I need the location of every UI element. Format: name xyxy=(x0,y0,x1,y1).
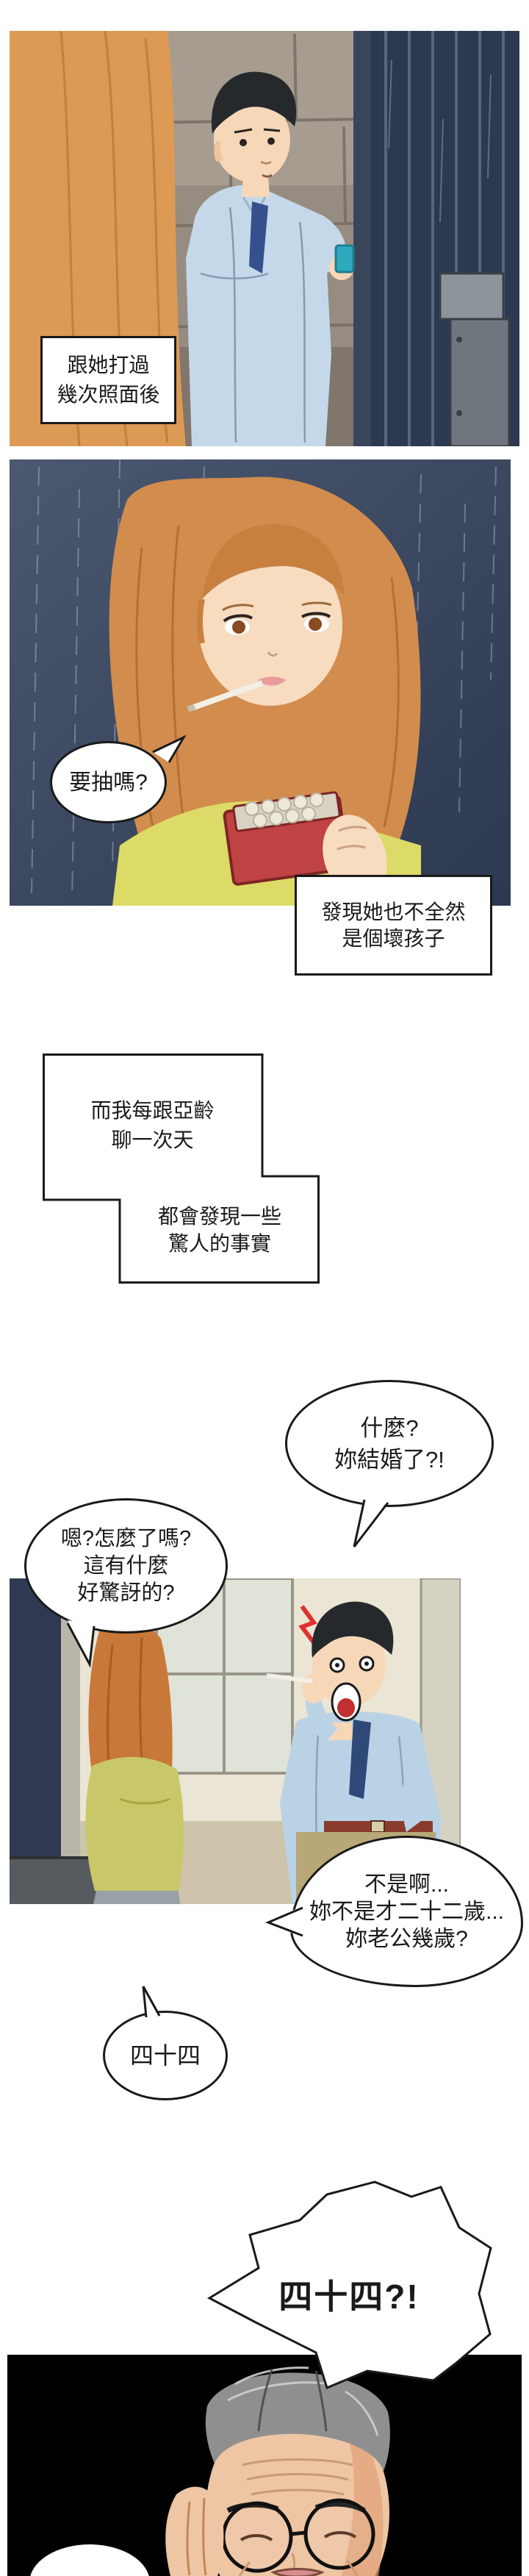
speech-bubble-fortyfour-tail xyxy=(142,1986,161,2018)
bubble-line: 要抽嗎? xyxy=(69,770,148,795)
speech-bubble-offer-tail xyxy=(152,734,187,763)
caption-line: 而我每跟亞齡 xyxy=(90,1099,215,1122)
caption-line: 聊一次天 xyxy=(111,1128,194,1151)
forehead-wrinkles xyxy=(242,2458,353,2496)
speech-bubble-fortyfour-shock-text: 四十四?! xyxy=(209,2270,489,2319)
caption-line: 是個壞孩子 xyxy=(342,926,445,950)
speech-bubble-fortyfour: 四十四 xyxy=(103,2011,228,2100)
man-figure xyxy=(186,71,355,446)
old-man-figure xyxy=(30,2366,390,2576)
caption-box-not-bad-kid: 發現她也不全然 是個壞孩子 xyxy=(295,875,492,976)
caption-box-chat-discover: 而我每跟亞齡 聊一次天 都會發現一些 驚人的事實 xyxy=(43,1053,320,1284)
shock-mark xyxy=(298,1605,317,1646)
woman-back-figure xyxy=(85,1618,184,1904)
panel-old-man-art xyxy=(7,2355,522,2576)
panel-street-talk xyxy=(10,1578,461,1904)
gate xyxy=(353,31,519,446)
bubble-line: 這有什麼 xyxy=(83,1553,169,1578)
speech-bubble-what-tail xyxy=(353,1496,389,1548)
speech-bubble-offer: 要抽嗎? xyxy=(50,741,167,823)
caption-line: 驚人的事實 xyxy=(168,1232,271,1255)
bubble-line: 四十四 xyxy=(129,2042,201,2069)
bubble-line: 好驚訝的? xyxy=(77,1581,175,1605)
bubble-line: 什麼? xyxy=(360,1414,419,1441)
panel-rain-art xyxy=(10,459,511,906)
woman-smoking xyxy=(109,476,421,906)
caption-line: 幾次照面後 xyxy=(57,383,160,406)
caption-line: 跟她打過 xyxy=(67,354,150,376)
caption-line: 都會發現一些 xyxy=(157,1205,281,1228)
bubble-line: 四十四?! xyxy=(278,2278,420,2316)
bottom-speech-bubble-partial xyxy=(30,2544,149,2576)
speech-bubble-age-tail xyxy=(264,1906,303,1937)
speech-bubble-what-married: 什麼? 妳結婚了?! xyxy=(285,1380,494,1507)
panel-rain-smoking xyxy=(10,459,511,906)
panel-old-man xyxy=(7,2355,522,2576)
caption-box-met-her: 跟她打過 幾次照面後 xyxy=(40,336,176,424)
speech-bubble-age-question: 不是啊... 妳不是才二十二歲... 妳老公幾歲? xyxy=(290,1836,523,1987)
bubble-line: 嗯?怎麼了嗎? xyxy=(60,1526,192,1550)
caption-discover-text: 都會發現一些 驚人的事實 xyxy=(120,1203,320,1257)
speech-bubble-fortyfour-shock xyxy=(206,2180,492,2390)
bubble-line: 不是啊... xyxy=(364,1872,449,1897)
caption-line: 發現她也不全然 xyxy=(321,900,466,923)
bubble-line: 妳老公幾歲? xyxy=(345,1926,468,1951)
panel-street-art xyxy=(10,1578,461,1904)
bubble-line: 妳不是才二十二歲... xyxy=(309,1899,504,1924)
raised-hand xyxy=(165,2486,224,2576)
speech-bubble-calm: 嗯?怎麼了嗎? 這有什麼 好驚訝的? xyxy=(24,1498,228,1634)
speech-bubble-calm-tail xyxy=(66,1620,96,1668)
bubble-line: 妳結婚了?! xyxy=(334,1446,445,1473)
caption-chat-text: 而我每跟亞齡 聊一次天 xyxy=(43,1096,262,1155)
